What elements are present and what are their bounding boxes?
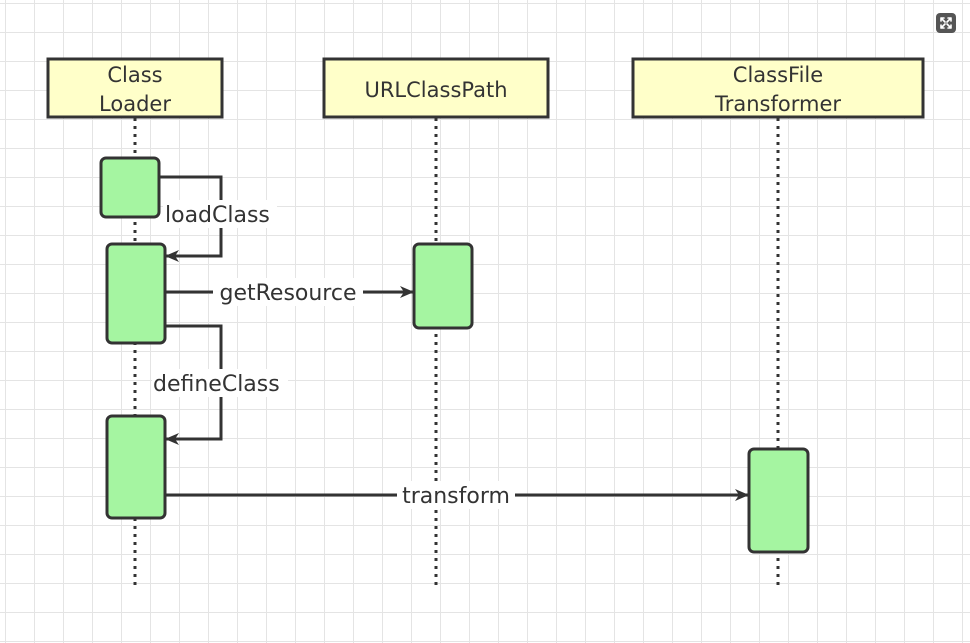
participant-class-loader[interactable]: Class Loader — [46, 57, 224, 119]
participant-label: URLClassPath — [364, 78, 507, 102]
participant-classfile-transformer[interactable]: ClassFile Transformer — [631, 57, 925, 119]
activation-bar[interactable] — [105, 242, 167, 345]
message-label: loadClass — [165, 203, 270, 228]
activation-bar[interactable] — [99, 156, 161, 219]
message-label: transform — [402, 484, 510, 509]
activation-bar[interactable] — [105, 414, 167, 520]
participant-box — [631, 57, 925, 119]
participant-box — [322, 57, 550, 119]
message-label: getResource — [219, 281, 356, 306]
participant-box — [46, 57, 224, 119]
message-label: defineClass — [153, 372, 280, 397]
message-transform[interactable]: transform — [165, 481, 749, 509]
message-get-resource[interactable]: getResource — [165, 278, 414, 306]
participant-label: Transformer — [714, 92, 841, 116]
activation-bar[interactable] — [412, 242, 474, 330]
participant-urlclasspath[interactable]: URLClassPath — [322, 57, 550, 119]
participant-label: ClassFile — [733, 63, 823, 87]
fit-page-button[interactable] — [936, 13, 956, 33]
fit-page-icon — [940, 17, 952, 29]
participant-label: Class — [107, 63, 162, 87]
participant-label: Loader — [99, 92, 171, 116]
activation-bar[interactable] — [747, 447, 810, 554]
message-load-class[interactable]: loadClass — [160, 175, 277, 262]
message-define-class[interactable]: defineClass — [152, 324, 288, 445]
